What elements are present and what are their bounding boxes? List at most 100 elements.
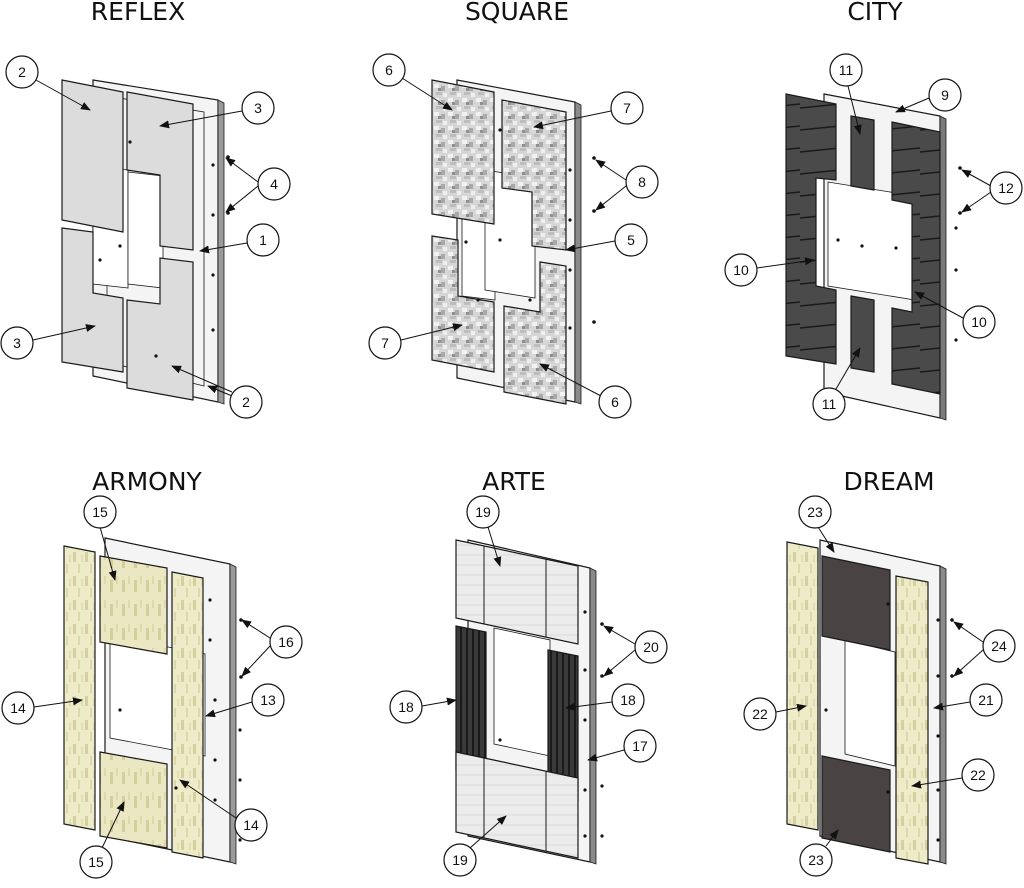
arte-panel (455, 539, 579, 645)
svg-text:7: 7 (381, 335, 389, 351)
armony-panel (63, 545, 96, 831)
city-panel (850, 295, 875, 373)
callout: 7 (368, 323, 463, 360)
svg-text:4: 4 (270, 176, 278, 192)
square-panel (503, 261, 567, 405)
callout: 4 (225, 157, 291, 213)
callout: 20 (603, 625, 668, 677)
callout: 3 (0, 324, 96, 360)
svg-text:2: 2 (242, 394, 250, 410)
reflex-panel (126, 257, 194, 401)
svg-text:15: 15 (88, 854, 104, 870)
square-panel (431, 79, 495, 225)
armony-panel (99, 751, 168, 849)
dream-panel (895, 575, 929, 865)
callout: 2 (5, 55, 91, 111)
reflex-panel (61, 227, 124, 373)
svg-text:11: 11 (822, 396, 837, 412)
svg-text:8: 8 (638, 174, 646, 190)
svg-text:19: 19 (452, 852, 468, 868)
svg-text:19: 19 (475, 504, 491, 520)
callout: 21 (933, 683, 1003, 717)
callout: 17 (587, 729, 657, 763)
callout: 1 (199, 223, 280, 257)
svg-text:14: 14 (10, 700, 26, 716)
panel-city: CITY 11 9 12 (724, 0, 1023, 421)
svg-text:10: 10 (733, 262, 749, 278)
dream-panel (786, 541, 819, 831)
callout: 2 (171, 365, 263, 419)
svg-text:18: 18 (620, 692, 636, 708)
svg-text:14: 14 (243, 817, 259, 833)
callout: 10 (724, 253, 815, 287)
dream-dark-panel (821, 755, 891, 853)
callout: 22 (911, 758, 995, 792)
panel-title: ARMONY (92, 467, 202, 496)
panel-armony: ARMONY 15 16 13 (1, 467, 303, 879)
callout: 22 (743, 697, 807, 731)
callout: 19 (443, 815, 507, 877)
callout: 10 (914, 291, 996, 339)
callout: 8 (595, 159, 659, 211)
panel-title: ARTE (482, 467, 546, 496)
callout: 3 (159, 91, 275, 129)
callout: 18 (565, 683, 645, 717)
fixing-dots (836, 166, 962, 342)
callout: 16 (241, 619, 303, 677)
city-panel (891, 121, 941, 395)
fixing-dots (824, 602, 954, 842)
svg-text:5: 5 (627, 232, 635, 248)
svg-text:22: 22 (970, 767, 986, 783)
panel-title: SQUARE (465, 0, 569, 26)
callout: 6 (372, 53, 453, 111)
svg-text:12: 12 (998, 180, 1014, 196)
fixing-dots (498, 610, 604, 838)
panel-reflex: REFLEX 2 3 (0, 0, 291, 419)
callout: 14 (179, 779, 268, 842)
callout: 15 (83, 495, 117, 581)
svg-text:13: 13 (260, 692, 276, 708)
city-panel (850, 115, 875, 191)
svg-text:23: 23 (808, 852, 824, 868)
svg-text:22: 22 (752, 706, 768, 722)
callout: 7 (533, 91, 644, 130)
callout: 14 (1, 691, 83, 725)
square-panel (501, 99, 567, 251)
armony-panel (99, 555, 168, 655)
svg-text:6: 6 (385, 62, 393, 78)
callout: 23 (799, 829, 839, 877)
callout: 18 (389, 690, 457, 724)
panel-dream: DREAM 23 24 21 (743, 467, 1016, 877)
armony-panel (171, 571, 204, 859)
svg-text:6: 6 (611, 394, 619, 410)
svg-text:24: 24 (991, 638, 1007, 654)
svg-text:1: 1 (259, 232, 267, 248)
svg-text:15: 15 (92, 504, 108, 520)
svg-text:16: 16 (278, 634, 294, 650)
svg-text:3: 3 (13, 335, 21, 351)
callout: 24 (953, 621, 1016, 677)
callout: 12 (961, 169, 1023, 213)
svg-text:11: 11 (839, 62, 854, 78)
fixing-dots (464, 128, 596, 330)
svg-text:18: 18 (398, 699, 414, 715)
callout: 23 (798, 495, 835, 553)
svg-text:9: 9 (941, 87, 949, 103)
city-panel (785, 93, 837, 365)
callout: 19 (466, 495, 502, 567)
callout: 13 (205, 683, 285, 718)
panel-square: SQUARE 6 7 8 (368, 0, 659, 419)
callout: 11 (812, 347, 861, 421)
panel-title: REFLEX (91, 0, 185, 26)
svg-text:3: 3 (254, 100, 262, 116)
svg-text:2: 2 (18, 64, 26, 80)
svg-text:21: 21 (978, 692, 994, 708)
reflex-panel (126, 91, 194, 251)
svg-text:7: 7 (623, 100, 631, 116)
callout: 6 (539, 363, 632, 419)
dream-dark-panel (821, 555, 891, 651)
panel-arte: ARTE 19 20 (389, 467, 668, 877)
panel-title: CITY (847, 0, 903, 26)
square-panel (431, 235, 495, 373)
